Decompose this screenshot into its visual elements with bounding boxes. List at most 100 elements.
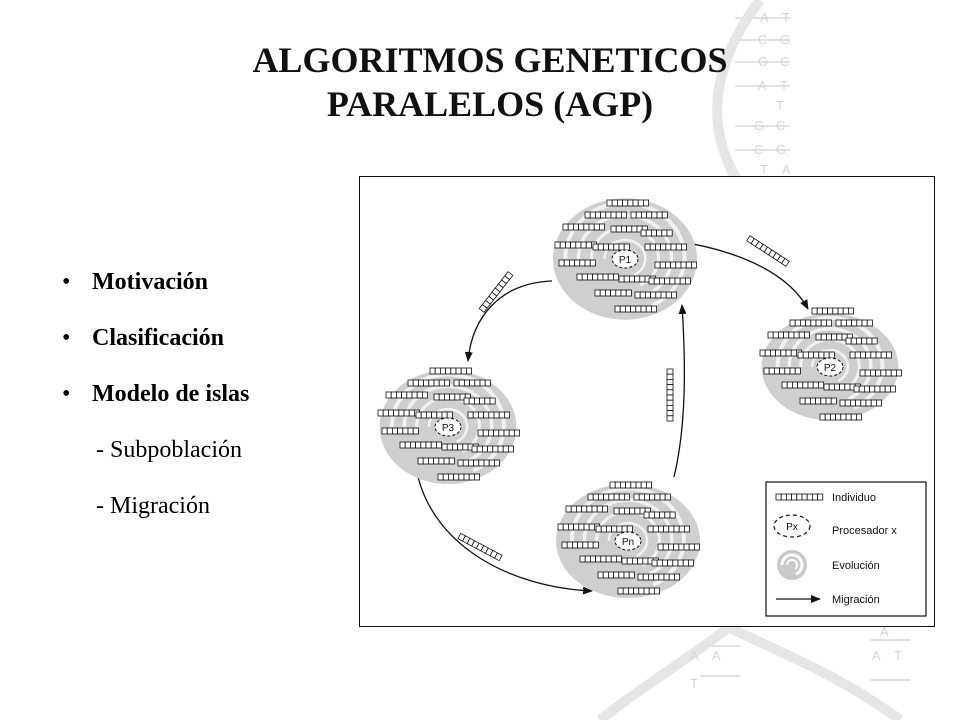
individual-icon xyxy=(453,379,491,387)
individual-icon xyxy=(647,525,690,533)
migrating-individuals xyxy=(457,235,790,562)
individual-icon xyxy=(835,319,873,327)
migration-arrow xyxy=(673,304,687,478)
individual-icon xyxy=(657,543,700,551)
dna-letter: C xyxy=(780,54,789,69)
legend: Individuo Px Procesador x Evolución Migr… xyxy=(765,481,927,617)
individual-icon xyxy=(415,411,453,419)
individual-icon xyxy=(429,367,473,375)
bullet-list: • Motivación • Clasificación • Modelo de… xyxy=(62,254,249,534)
dna-letter: A xyxy=(760,10,769,25)
island-p3: P3 xyxy=(377,367,520,485)
dna-letter: T xyxy=(780,78,788,93)
individual-icon xyxy=(630,211,668,219)
title-line-2: PARALELOS (AGP) xyxy=(326,84,654,124)
individual-icon xyxy=(437,473,481,481)
dna-letter: G xyxy=(776,142,786,157)
individual-icon xyxy=(621,557,659,565)
individual-icon xyxy=(767,331,810,339)
migrating-individual xyxy=(478,271,514,313)
island-p1: P1 xyxy=(553,198,697,320)
individual-icon xyxy=(853,385,897,393)
legend-box xyxy=(765,481,927,617)
island-pn: Pn xyxy=(556,481,700,599)
dna-letter: C xyxy=(776,118,785,133)
individual-icon xyxy=(467,411,510,419)
individual-icon xyxy=(584,211,627,219)
dna-letter: G xyxy=(758,54,768,69)
individual-icon xyxy=(471,445,514,453)
bullet-item-modelo-islas: • Modelo de islas xyxy=(62,366,249,422)
dna-letter: T xyxy=(760,162,768,177)
individual-icon xyxy=(775,493,824,501)
individual-icon xyxy=(595,525,633,533)
legend-text-procesador: Procesador x xyxy=(832,525,897,537)
dna-letter: T xyxy=(894,648,902,663)
island-label: P1 xyxy=(619,255,632,266)
individual-icon xyxy=(597,571,635,579)
individual-icon xyxy=(839,399,883,407)
dna-letter: A xyxy=(712,648,721,663)
individual-icon xyxy=(775,493,824,501)
individual-icon xyxy=(576,273,619,281)
dna-letter: T xyxy=(776,98,784,113)
individual-icon xyxy=(433,393,471,401)
individual-icon xyxy=(558,259,596,267)
island-label: Pn xyxy=(622,537,634,548)
individual-icon xyxy=(859,369,903,377)
bullet-dot: • xyxy=(62,268,71,295)
individual-icon xyxy=(377,409,421,417)
individual-icon xyxy=(463,397,496,405)
individual-icon xyxy=(385,391,429,399)
island-p2: P2 xyxy=(759,307,903,421)
individual-icon xyxy=(644,243,687,251)
individual-icon xyxy=(643,511,676,519)
individual-icon xyxy=(797,351,835,359)
dna-letter: C xyxy=(758,32,767,47)
migrating-individual xyxy=(746,235,790,267)
migrating-individual xyxy=(457,532,503,562)
individual-icon xyxy=(561,541,599,549)
processor-icon: Pn xyxy=(614,531,642,551)
bullet-dot: • xyxy=(62,324,71,351)
individual-icon xyxy=(781,381,824,389)
dna-letter: C xyxy=(754,142,763,157)
individual-icon xyxy=(557,523,600,531)
individual-icon xyxy=(477,429,520,437)
individual-icon xyxy=(592,243,630,251)
bullet-item-motivacion: • Motivación xyxy=(62,254,249,310)
island-label: P2 xyxy=(824,363,837,374)
legend-text-individuo: Individuo xyxy=(832,492,876,504)
legend-px-label: Px xyxy=(786,522,798,533)
individual-icon xyxy=(594,289,632,297)
individual-icon xyxy=(609,481,652,489)
dna-letter: A xyxy=(758,78,767,93)
dna-letter: A xyxy=(880,624,889,639)
legend-text-migracion: Migración xyxy=(832,594,880,606)
individual-icon xyxy=(634,291,677,299)
individual-icon xyxy=(666,368,674,422)
dna-letter: A xyxy=(872,648,881,663)
bullet-text: Motivación xyxy=(92,268,208,295)
individual-icon xyxy=(606,199,649,207)
individual-icon xyxy=(614,305,657,313)
dna-letter: T xyxy=(782,10,790,25)
individual-icon xyxy=(417,457,455,465)
individual-icon xyxy=(554,241,597,249)
individual-icon xyxy=(457,459,500,467)
processor-icon: P2 xyxy=(816,357,844,377)
individual-icon xyxy=(637,573,680,581)
bullet-item-clasificacion: • Clasificación xyxy=(62,310,249,366)
migration-arrow xyxy=(417,476,593,595)
individual-icon xyxy=(381,427,419,435)
individual-icon xyxy=(819,413,862,421)
dna-letter: A xyxy=(690,648,699,663)
individual-icon xyxy=(815,333,853,341)
title-line-1: ALGORITMOS GENETICOS xyxy=(252,40,728,80)
individual-icon xyxy=(617,587,660,595)
dna-letter: T xyxy=(690,676,698,691)
evolution-icon xyxy=(777,550,807,580)
individual-icon xyxy=(789,319,832,327)
individual-icon xyxy=(849,351,893,359)
